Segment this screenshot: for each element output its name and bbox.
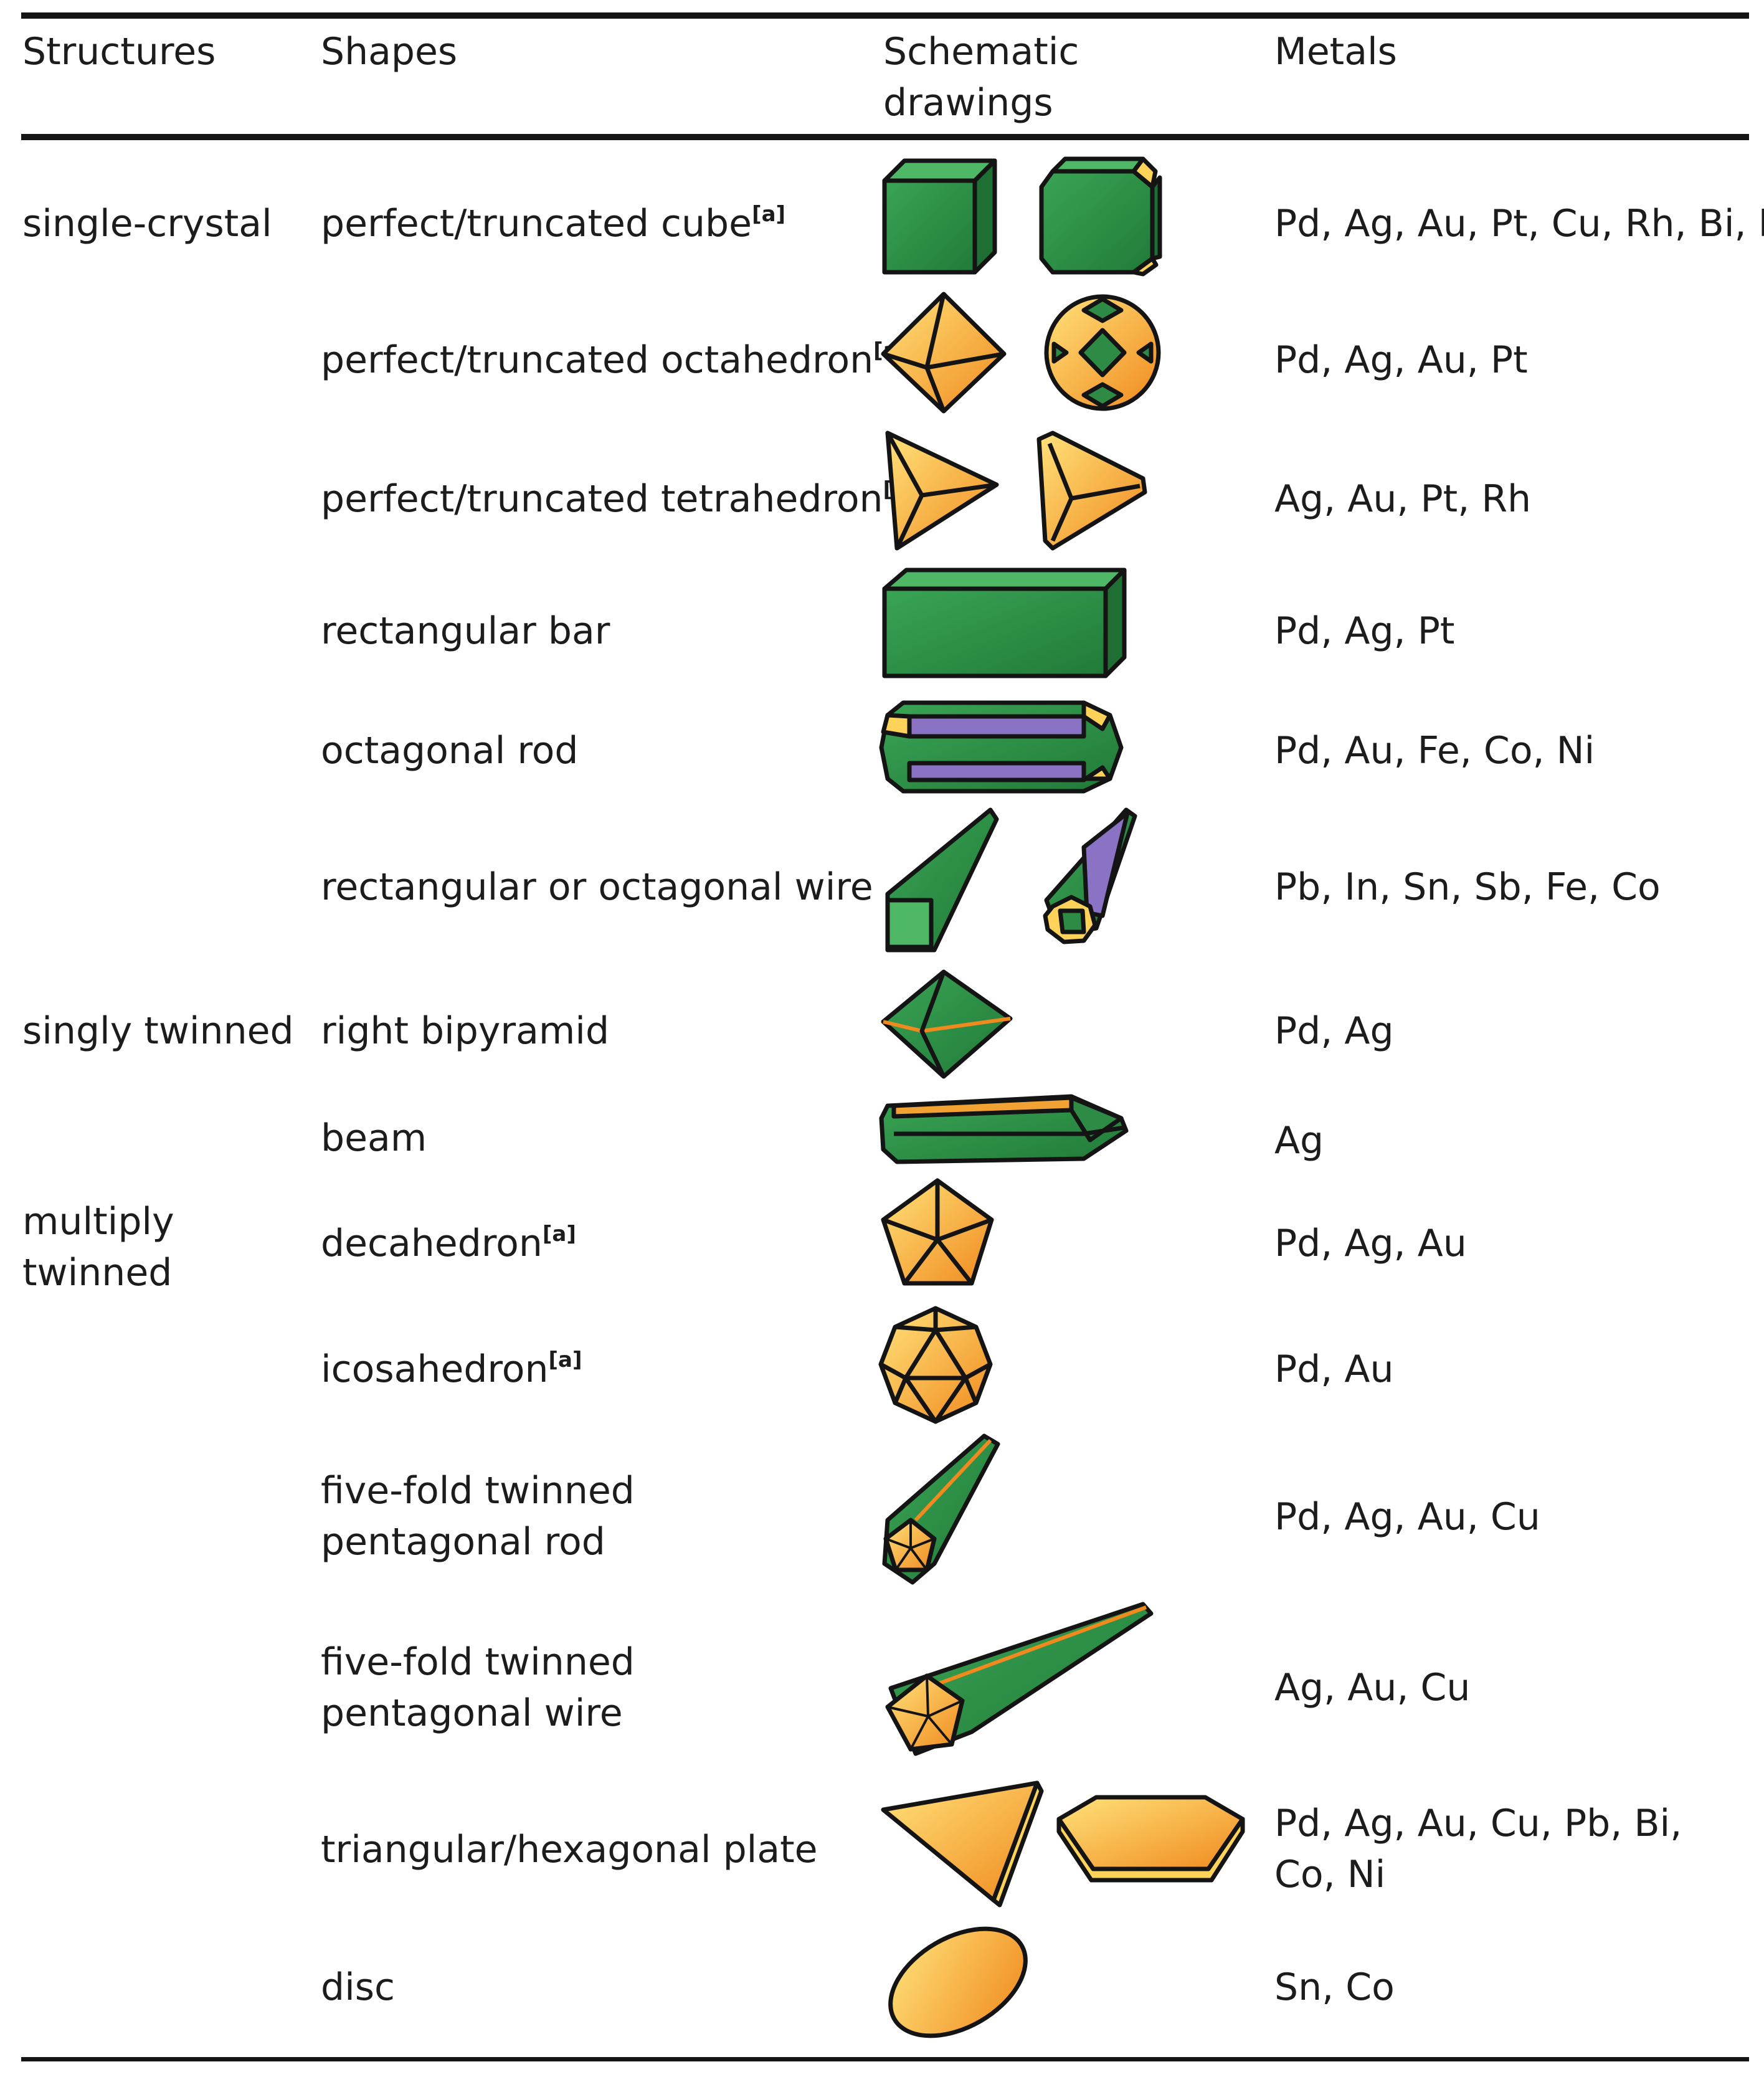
metals-cell: Pb, In, Sn, Sb, Fe, Co: [1274, 865, 1661, 909]
right-bipyramid-icon: [881, 969, 1013, 1079]
shape-label: octagonal rod: [321, 729, 579, 772]
triangular-plate-icon: [881, 1780, 1044, 1908]
rectangular-bar-icon: [882, 568, 1127, 678]
beam-icon: [879, 1094, 1129, 1164]
table-bottom-rule: [21, 2057, 1749, 2061]
shape-label: five-fold twinned pentagonal wire: [321, 1640, 635, 1735]
truncated-tetrahedron-icon: [1036, 430, 1147, 551]
metals-cell: Ag, Au, Cu: [1274, 1666, 1471, 1709]
cube-icon: [882, 158, 997, 275]
octahedron-icon: [881, 292, 1007, 414]
icosahedron-icon: [878, 1306, 993, 1424]
footnote-marker: [a]: [548, 1347, 582, 1372]
table-top-rule: [21, 12, 1749, 19]
octagonal-wire-icon: [1043, 807, 1137, 944]
header-schematic-drawings: Schematic drawings: [883, 30, 1079, 125]
structure-label: singly twinned: [22, 1009, 294, 1053]
disc-icon: [888, 1926, 1028, 2038]
shape-label: triangular/hexagonal plate: [321, 1828, 818, 1871]
metals-cell: Pd, Au: [1274, 1347, 1394, 1391]
decahedron-icon: [881, 1178, 994, 1286]
rectangular-wire-icon: [885, 807, 999, 953]
truncated-octahedron-icon: [1044, 294, 1161, 411]
metals-cell: Ag: [1274, 1119, 1324, 1162]
shape-label: disc: [321, 1965, 396, 2009]
shape-label: icosahedron[a]: [321, 1347, 582, 1391]
pentagonal-wire-icon: [885, 1602, 1154, 1756]
truncated-cube-icon: [1039, 156, 1162, 277]
metals-cell: Pd, Ag, Au, Pt, Cu, Rh, Bi, Fe: [1274, 202, 1764, 245]
shape-label: decahedron[a]: [321, 1222, 576, 1265]
tetrahedron-icon: [885, 430, 999, 551]
pentagonal-rod-icon: [882, 1433, 1000, 1585]
header-shapes: Shapes: [321, 30, 458, 74]
metals-cell: Sn, Co: [1274, 1965, 1395, 2009]
hexagonal-plate-icon: [1056, 1795, 1245, 1883]
shape-label: right bipyramid: [321, 1009, 610, 1053]
shape-label: beam: [321, 1116, 427, 1160]
footnote-marker: [a]: [752, 202, 786, 227]
octagonal-rod-icon: [879, 700, 1124, 794]
shape-label: five-fold twinned pentagonal rod: [321, 1469, 635, 1564]
metals-cell: Pd, Au, Fe, Co, Ni: [1274, 729, 1595, 772]
structure-label: single-crystal: [22, 202, 272, 245]
metals-cell: Pd, Ag, Au, Cu, Pb, Bi, Co, Ni: [1274, 1802, 1682, 1896]
metals-cell: Pd, Ag, Au: [1274, 1222, 1467, 1265]
metals-cell: Pd, Ag: [1274, 1009, 1394, 1053]
header-metals: Metals: [1274, 30, 1397, 74]
shape-label: rectangular or octagonal wire: [321, 865, 873, 909]
footnote-marker: [a]: [542, 1222, 576, 1247]
shape-label: perfect/truncated cube[a]: [321, 202, 786, 245]
header-rule: [21, 134, 1749, 140]
metals-cell: Pd, Ag, Pt: [1274, 609, 1455, 653]
shape-label: rectangular bar: [321, 609, 610, 653]
metals-cell: Pd, Ag, Au, Pt: [1274, 338, 1528, 382]
metals-cell: Pd, Ag, Au, Cu: [1274, 1495, 1540, 1539]
structure-label: multiply twinned: [22, 1200, 174, 1295]
header-structures: Structures: [22, 30, 216, 74]
metals-cell: Ag, Au, Pt, Rh: [1274, 477, 1532, 521]
